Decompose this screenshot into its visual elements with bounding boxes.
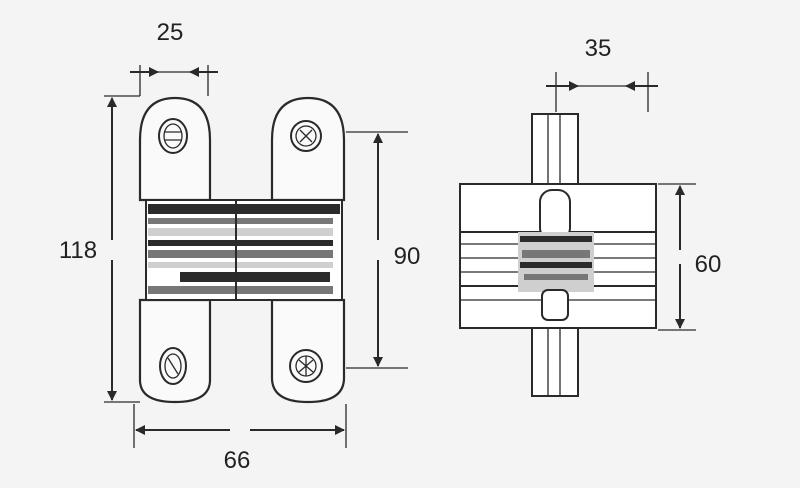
dim-66 [133,404,347,448]
screw-hole-bottom-right [289,349,323,383]
dim-25-label: 25 [157,19,184,46]
dim-118-label: 118 [59,237,97,264]
dim-90 [346,131,408,369]
dim-60 [658,183,696,331]
screw-hole-bottom-left [159,347,187,385]
dim-60-label: 60 [695,251,722,278]
side-view: 35 60 [459,35,722,397]
body-band-5 [148,250,333,258]
dim-35-label: 35 [585,35,612,62]
dim-35 [546,72,658,112]
body-band-6 [148,262,333,268]
body-band-3 [148,228,333,236]
body-band-1 [148,204,340,214]
screw-hole-top-right [290,120,322,152]
body-band-4 [148,240,333,246]
dim-90-label: 90 [394,243,421,270]
dim-25 [130,65,218,96]
left-plate-bottom [138,298,212,404]
body-band-7 [180,272,330,282]
body-band-2 [148,218,333,224]
dim-118 [104,95,140,403]
dim-66-label: 66 [224,447,251,474]
front-view: 25 118 90 66 [59,19,420,474]
body-band-8 [148,286,333,294]
right-plate [270,96,346,202]
left-plate [138,96,212,202]
side-pin [541,289,569,321]
screw-hole-top-left [158,118,188,154]
